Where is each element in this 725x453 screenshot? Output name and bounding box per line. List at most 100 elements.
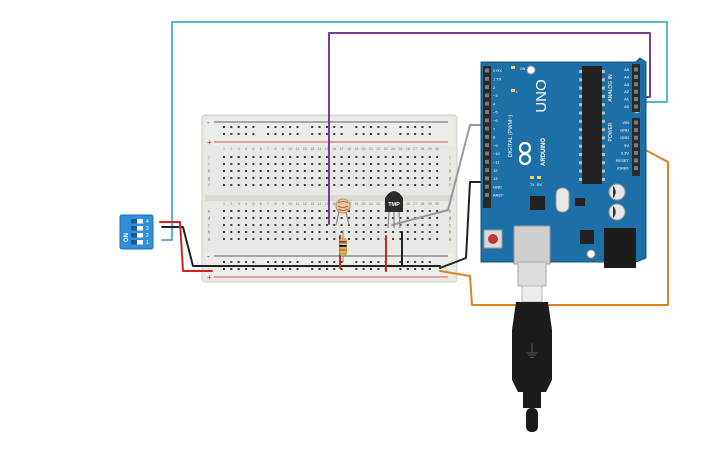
terminal-hole[interactable] <box>340 156 343 158</box>
rail-hole[interactable] <box>245 261 248 263</box>
terminal-hole[interactable] <box>311 156 314 158</box>
power-pin[interactable] <box>634 150 638 155</box>
rail-hole[interactable] <box>333 261 336 263</box>
terminal-hole[interactable] <box>245 163 248 165</box>
terminal-hole[interactable] <box>347 238 350 240</box>
wire-red-dip[interactable] <box>159 221 213 272</box>
terminal-hole[interactable] <box>223 231 225 233</box>
terminal-hole[interactable] <box>267 210 270 212</box>
terminal-hole[interactable] <box>289 163 292 165</box>
terminal-hole[interactable] <box>311 184 314 186</box>
terminal-hole[interactable] <box>281 224 284 226</box>
rail-hole[interactable] <box>377 268 380 270</box>
terminal-hole[interactable] <box>318 184 321 186</box>
terminal-hole[interactable] <box>311 210 314 212</box>
rail-hole[interactable] <box>245 133 248 135</box>
analog-pin[interactable] <box>634 89 638 94</box>
digital-pin[interactable] <box>485 118 489 123</box>
rail-hole[interactable] <box>399 126 402 128</box>
terminal-hole[interactable] <box>370 238 372 240</box>
terminal-hole[interactable] <box>362 231 365 233</box>
rail-hole[interactable] <box>340 261 343 263</box>
rail-hole[interactable] <box>428 268 431 270</box>
rail-hole[interactable] <box>414 261 417 263</box>
terminal-hole[interactable] <box>347 170 350 172</box>
terminal-hole[interactable] <box>406 184 409 186</box>
rail-hole[interactable] <box>318 261 321 263</box>
terminal-hole[interactable] <box>377 224 380 226</box>
terminal-hole[interactable] <box>406 210 409 212</box>
rail-hole[interactable] <box>377 126 380 128</box>
rail-hole[interactable] <box>362 261 365 263</box>
rail-hole[interactable] <box>325 133 328 135</box>
terminal-hole[interactable] <box>421 210 424 212</box>
terminal-hole[interactable] <box>340 177 343 179</box>
terminal-hole[interactable] <box>223 224 225 226</box>
terminal-hole[interactable] <box>296 170 299 172</box>
rail-hole[interactable] <box>362 133 365 135</box>
rail-hole[interactable] <box>421 268 424 270</box>
rail-hole[interactable] <box>223 133 225 135</box>
terminal-hole[interactable] <box>428 170 431 172</box>
rail-hole[interactable] <box>245 126 248 128</box>
terminal-hole[interactable] <box>281 170 284 172</box>
terminal-hole[interactable] <box>399 156 402 158</box>
terminal-hole[interactable] <box>267 231 270 233</box>
terminal-hole[interactable] <box>340 217 343 219</box>
digital-pin[interactable] <box>485 85 489 90</box>
terminal-hole[interactable] <box>428 177 431 179</box>
terminal-hole[interactable] <box>237 217 240 219</box>
terminal-hole[interactable] <box>296 163 299 165</box>
terminal-hole[interactable] <box>370 163 372 165</box>
terminal-hole[interactable] <box>245 170 248 172</box>
digital-pin[interactable] <box>485 68 489 73</box>
rail-hole[interactable] <box>370 133 372 135</box>
terminal-hole[interactable] <box>392 217 395 219</box>
rail-hole[interactable] <box>370 261 372 263</box>
terminal-hole[interactable] <box>392 184 395 186</box>
terminal-hole[interactable] <box>267 217 270 219</box>
terminal-hole[interactable] <box>370 170 372 172</box>
rail-hole[interactable] <box>414 268 417 270</box>
terminal-hole[interactable] <box>296 210 299 212</box>
terminal-hole[interactable] <box>421 238 424 240</box>
terminal-hole[interactable] <box>252 177 255 179</box>
terminal-hole[interactable] <box>237 163 240 165</box>
rail-hole[interactable] <box>223 261 225 263</box>
terminal-hole[interactable] <box>318 238 321 240</box>
rail-hole[interactable] <box>267 133 270 135</box>
terminal-hole[interactable] <box>399 238 402 240</box>
terminal-hole[interactable] <box>406 170 409 172</box>
terminal-hole[interactable] <box>223 156 225 158</box>
terminal-hole[interactable] <box>355 184 358 186</box>
terminal-hole[interactable] <box>377 163 380 165</box>
terminal-hole[interactable] <box>289 156 292 158</box>
rail-hole[interactable] <box>230 261 233 263</box>
rail-hole[interactable] <box>333 268 336 270</box>
rail-hole[interactable] <box>252 261 255 263</box>
terminal-hole[interactable] <box>436 184 439 186</box>
terminal-hole[interactable] <box>406 177 409 179</box>
digital-pin[interactable] <box>485 159 489 164</box>
terminal-hole[interactable] <box>421 184 424 186</box>
terminal-hole[interactable] <box>274 156 277 158</box>
rail-hole[interactable] <box>333 133 336 135</box>
terminal-hole[interactable] <box>362 217 365 219</box>
terminal-hole[interactable] <box>384 177 387 179</box>
terminal-hole[interactable] <box>333 156 336 158</box>
digital-pin[interactable] <box>485 134 489 139</box>
digital-pin[interactable] <box>485 76 489 81</box>
terminal-hole[interactable] <box>230 156 233 158</box>
analog-pin[interactable] <box>634 74 638 79</box>
terminal-hole[interactable] <box>289 170 292 172</box>
terminal-hole[interactable] <box>289 238 292 240</box>
rail-hole[interactable] <box>340 126 343 128</box>
terminal-hole[interactable] <box>362 184 365 186</box>
rail-hole[interactable] <box>274 261 277 263</box>
terminal-hole[interactable] <box>384 170 387 172</box>
wire-orange[interactable] <box>439 146 669 306</box>
terminal-hole[interactable] <box>436 224 439 226</box>
terminal-hole[interactable] <box>223 238 225 240</box>
terminal-hole[interactable] <box>230 231 233 233</box>
terminal-hole[interactable] <box>296 177 299 179</box>
